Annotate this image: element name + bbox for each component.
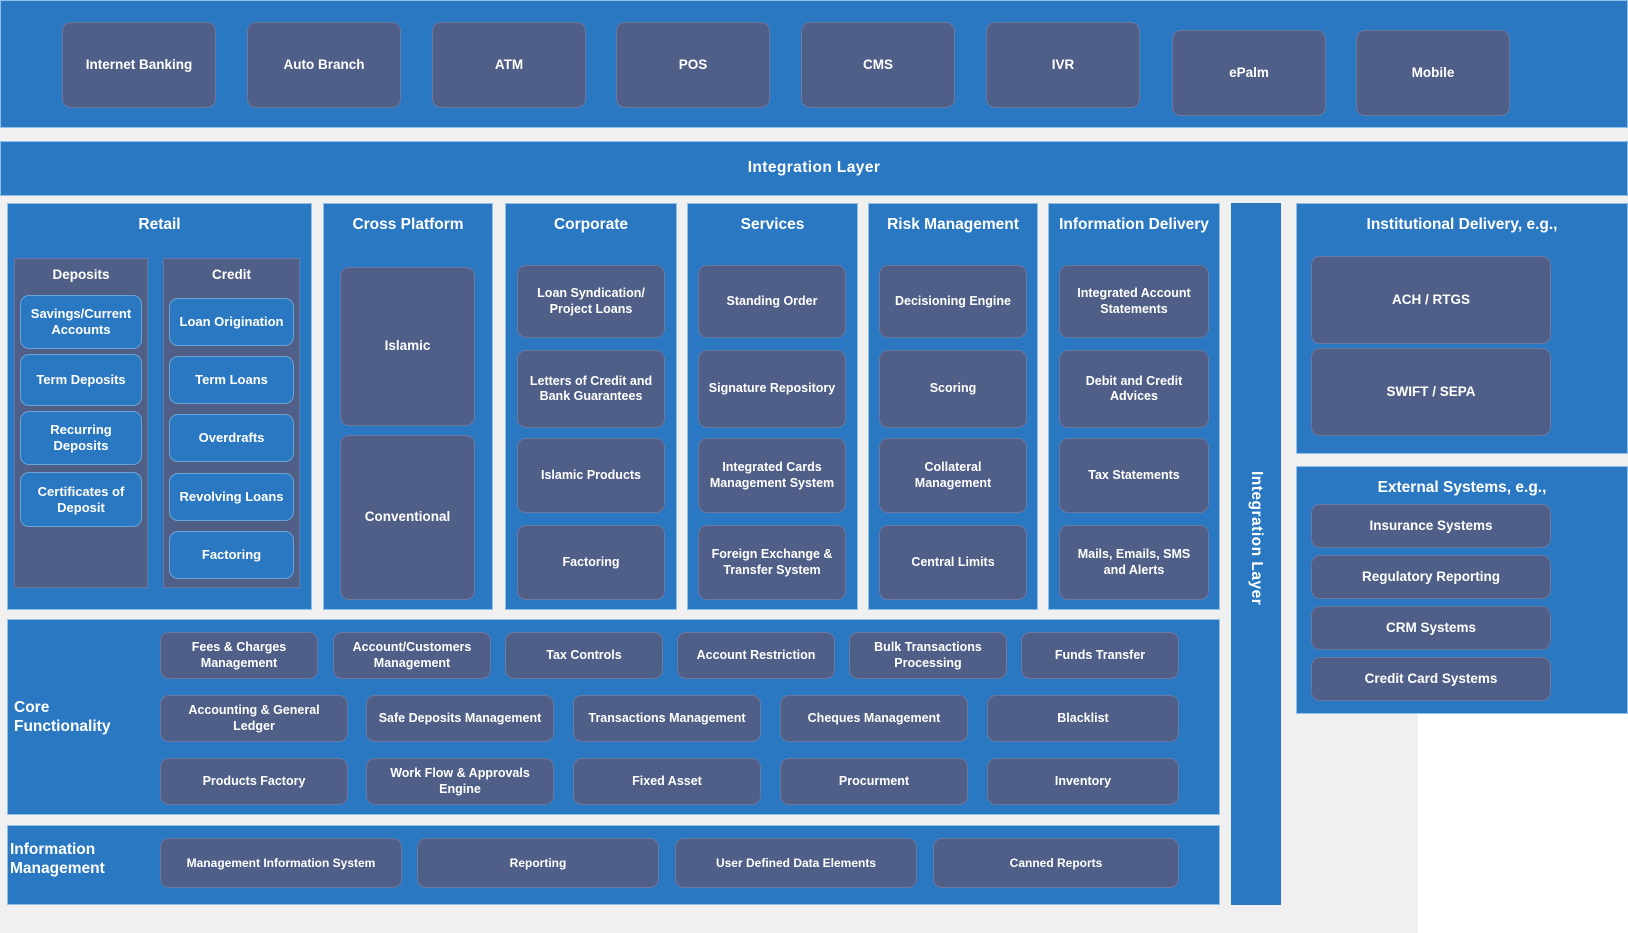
retail-credit-loan-origination[interactable]: Loan Origination <box>169 298 294 346</box>
label-information-management: Information Management <box>10 841 105 878</box>
title-institutional-delivery: Institutional Delivery, e.g., <box>1366 216 1558 233</box>
external-crm-systems[interactable]: CRM Systems <box>1311 606 1551 650</box>
retail-deposit-savings-current-accounts[interactable]: Savings/Current Accounts <box>20 295 142 349</box>
external-credit-card-systems[interactable]: Credit Card Systems <box>1311 657 1551 701</box>
institutional-ach-rtgs[interactable]: ACH / RTGS <box>1311 256 1551 344</box>
external-regulatory-reporting[interactable]: Regulatory Reporting <box>1311 555 1551 599</box>
cross-platform-conventional[interactable]: Conventional <box>340 435 475 600</box>
channel-box-ivr[interactable]: IVR <box>986 22 1140 108</box>
infodelivery-debit-and-credit-advices[interactable]: Debit and Credit Advices <box>1059 350 1209 428</box>
integration-layer-side-band: Integration Layer <box>1231 203 1281 905</box>
core-work-flow-approvals-engine[interactable]: Work Flow & Approvals Engine <box>366 758 554 805</box>
channel-box-atm[interactable]: ATM <box>432 22 586 108</box>
risk-scoring[interactable]: Scoring <box>879 350 1027 428</box>
retail-credit-revolving-loans[interactable]: Revolving Loans <box>169 473 294 521</box>
services-standing-order[interactable]: Standing Order <box>698 265 846 338</box>
subgroup-title-deposits: Deposits <box>52 267 110 282</box>
infodelivery-mails-emails-sms-and-alerts[interactable]: Mails, Emails, SMS and Alerts <box>1059 525 1209 600</box>
core-blacklist[interactable]: Blacklist <box>987 695 1179 742</box>
core-safe-deposits-management[interactable]: Safe Deposits Management <box>366 695 554 742</box>
channel-box-mobile[interactable]: Mobile <box>1356 30 1510 116</box>
retail-credit-term-loans[interactable]: Term Loans <box>169 356 294 404</box>
core-transactions-management[interactable]: Transactions Management <box>573 695 761 742</box>
column-title-information-delivery: Information Delivery <box>1059 216 1209 233</box>
infodelivery-integrated-account-statements[interactable]: Integrated Account Statements <box>1059 265 1209 338</box>
core-fixed-asset[interactable]: Fixed Asset <box>573 758 761 805</box>
corporate-letters-of-credit-and-bank-guarantees[interactable]: Letters of Credit and Bank Guarantees <box>517 350 665 428</box>
channel-box-auto-branch[interactable]: Auto Branch <box>247 22 401 108</box>
infodelivery-tax-statements[interactable]: Tax Statements <box>1059 438 1209 513</box>
infomgmt-reporting[interactable]: Reporting <box>417 838 659 888</box>
integration-layer-top-title: Integration Layer <box>747 159 881 176</box>
core-procurment[interactable]: Procurment <box>780 758 968 805</box>
cross-platform-islamic[interactable]: Islamic <box>340 267 475 426</box>
retail-deposit-term-deposits[interactable]: Term Deposits <box>20 354 142 406</box>
corporate-factoring[interactable]: Factoring <box>517 525 665 600</box>
core-fees-charges-management[interactable]: Fees & Charges Management <box>160 632 318 679</box>
column-title-retail: Retail <box>138 216 181 233</box>
title-external-systems: External Systems, e.g., <box>1377 479 1547 496</box>
core-accounting-general-ledger[interactable]: Accounting & General Ledger <box>160 695 348 742</box>
channel-box-pos[interactable]: POS <box>616 22 770 108</box>
risk-collateral-management[interactable]: Collateral Management <box>879 438 1027 513</box>
integration-layer-side-title: Integration Layer <box>1248 471 1265 606</box>
core-funds-transfer[interactable]: Funds Transfer <box>1021 632 1179 679</box>
core-tax-controls[interactable]: Tax Controls <box>505 632 663 679</box>
column-title-cross-platform: Cross Platform <box>352 216 464 233</box>
corporate-islamic-products[interactable]: Islamic Products <box>517 438 665 513</box>
services-integrated-cards-management-system[interactable]: Integrated Cards Management System <box>698 438 846 513</box>
label-core-functionality: Core Functionality <box>14 699 111 736</box>
services-signature-repository[interactable]: Signature Repository <box>698 350 846 428</box>
channel-box-epalm[interactable]: ePalm <box>1172 30 1326 116</box>
background-filler-bottom-right <box>1418 714 1628 933</box>
corporate-loan-syndication-project-loans[interactable]: Loan Syndication/ Project Loans <box>517 265 665 338</box>
column-title-risk-management: Risk Management <box>887 216 1019 233</box>
services-foreign-exchange-transfer-system[interactable]: Foreign Exchange & Transfer System <box>698 525 846 600</box>
core-products-factory[interactable]: Products Factory <box>160 758 348 805</box>
external-insurance-systems[interactable]: Insurance Systems <box>1311 504 1551 548</box>
core-inventory[interactable]: Inventory <box>987 758 1179 805</box>
risk-central-limits[interactable]: Central Limits <box>879 525 1027 600</box>
core-cheques-management[interactable]: Cheques Management <box>780 695 968 742</box>
subgroup-title-credit: Credit <box>211 267 251 282</box>
channel-box-cms[interactable]: CMS <box>801 22 955 108</box>
channel-box-internet-banking[interactable]: Internet Banking <box>62 22 216 108</box>
column-title-services: Services <box>740 216 805 233</box>
retail-credit-overdrafts[interactable]: Overdrafts <box>169 414 294 462</box>
integration-layer-top-band: Integration Layer <box>0 141 1628 196</box>
infomgmt-user-defined-data-elements[interactable]: User Defined Data Elements <box>675 838 917 888</box>
core-bulk-transactions-processing[interactable]: Bulk Transactions Processing <box>849 632 1007 679</box>
risk-decisioning-engine[interactable]: Decisioning Engine <box>879 265 1027 338</box>
core-account-restriction[interactable]: Account Restriction <box>677 632 835 679</box>
retail-credit-factoring[interactable]: Factoring <box>169 531 294 579</box>
infomgmt-canned-reports[interactable]: Canned Reports <box>933 838 1179 888</box>
column-title-corporate: Corporate <box>553 216 629 233</box>
core-account-customers-management[interactable]: Account/Customers Management <box>333 632 491 679</box>
retail-deposit-recurring-deposits[interactable]: Recurring Deposits <box>20 411 142 465</box>
infomgmt-management-information-system[interactable]: Management Information System <box>160 838 402 888</box>
institutional-swift-sepa[interactable]: SWIFT / SEPA <box>1311 348 1551 436</box>
retail-deposit-certificates-of-deposit[interactable]: Certificates of Deposit <box>20 472 142 527</box>
